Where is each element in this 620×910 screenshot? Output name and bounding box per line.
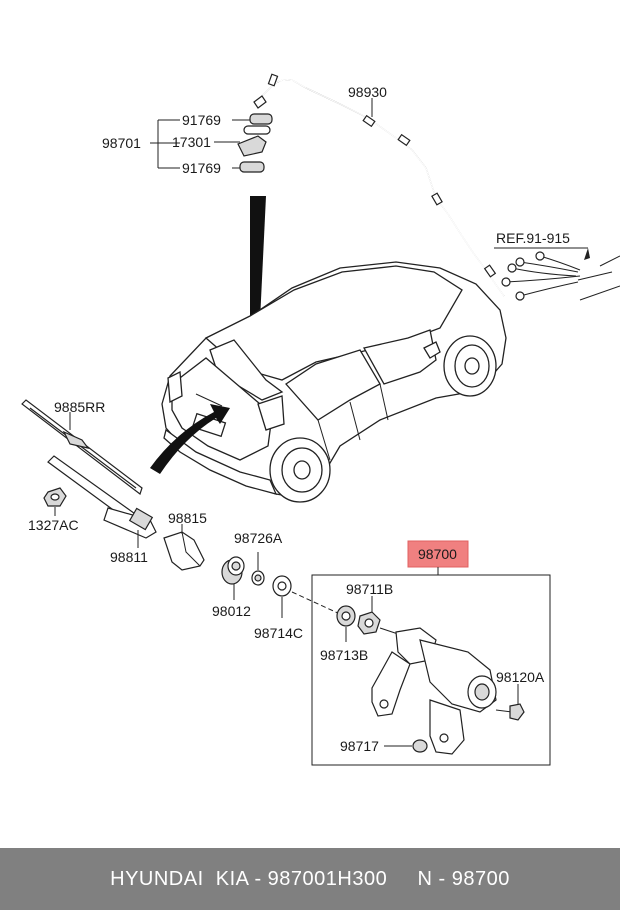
label-ref: REF.91-915 [496,230,570,246]
label-arm: 98811 [110,549,148,565]
label-motor-assy: 98700 [418,546,457,562]
label-nozzle-a: 91769 [182,112,221,128]
label-pad: 98717 [340,738,379,754]
motor-assembly-frame [311,574,551,766]
wiring-connector [494,247,620,301]
label-cap: 98815 [168,510,207,526]
assembly-axis [291,591,341,615]
parts-diagram: 98930 98701 91769 17301 91769 REF.91-915 [21,73,620,766]
wiper-arrow [150,404,230,474]
label-bolt: 98120A [496,669,545,685]
wiper-motor [371,627,497,755]
label-grommet: 98726A [234,530,283,546]
label-motor-nut: 98711B [346,581,393,597]
pad-part [412,739,428,753]
footer-text: HYUNDAI KIA - 987001H300 N - 98700 [110,867,510,890]
nut-part [43,487,67,507]
label-blade: 9885RR [54,399,105,415]
nozzle-parts [237,113,273,173]
motor-nut-part [357,611,381,635]
washer-hose [253,73,505,297]
motor-washer-part [336,605,356,627]
label-hose: 98930 [348,84,387,100]
grommet-part [251,570,265,586]
bushing-part [221,556,245,585]
wiper-blade [21,399,143,495]
washer-part [272,575,292,597]
label-nozzle-mid: 17301 [172,134,211,150]
label-nut: 1327AC [28,517,79,533]
label-nozzle-group: 98701 [102,135,141,151]
label-nozzle-b: 91769 [182,160,221,176]
wiper-arm [47,455,157,539]
bolt-part [495,703,525,721]
motor-assembly-highlight [407,540,469,568]
label-motor-washer: 98713B [320,647,368,663]
cap-part [163,531,205,571]
part-number-footer: HYUNDAI KIA - 987001H300 N - 98700 [0,848,620,910]
label-bushing: 98012 [212,603,251,619]
label-washer: 98714C [254,625,303,641]
car-illustration [161,261,507,503]
